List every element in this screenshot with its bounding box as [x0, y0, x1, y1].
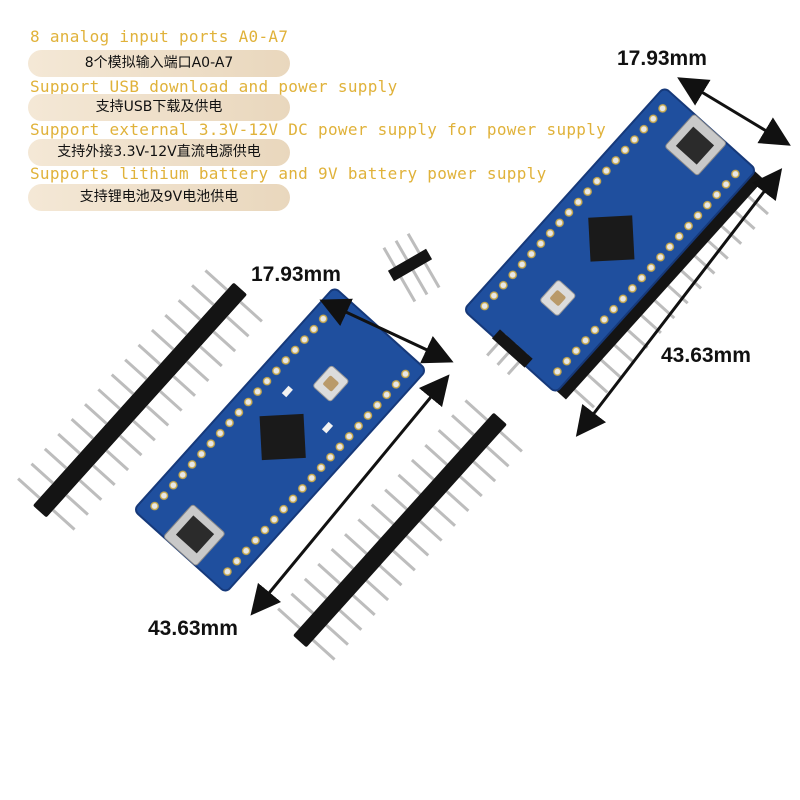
dimension-arrows	[250, 77, 791, 616]
icsp-header	[382, 233, 441, 303]
width-label-back: 17.93mm	[617, 47, 707, 70]
feature-4-zh: 支持锂电池及9V电池供电	[28, 184, 290, 211]
feature-3-en: Support external 3.3V-12V DC power suppl…	[30, 120, 607, 139]
feature-1-en: 8 analog input ports A0-A7	[30, 27, 289, 46]
feature-4-en: Supports lithium battery and 9V battery …	[30, 164, 547, 183]
length-label-back: 43.63mm	[661, 344, 751, 367]
pin-header-left	[17, 269, 263, 531]
length-label-front: 43.63mm	[148, 617, 238, 640]
feature-3-zh: 支持外接3.3V-12V直流电源供电	[28, 139, 290, 166]
feature-2-en: Support USB download and power supply	[30, 77, 398, 96]
feature-1-zh: 8个模拟输入端口A0-A7	[28, 50, 290, 77]
feature-2-zh: 支持USB下载及供电	[28, 94, 290, 121]
width-label-front: 17.93mm	[251, 263, 341, 286]
